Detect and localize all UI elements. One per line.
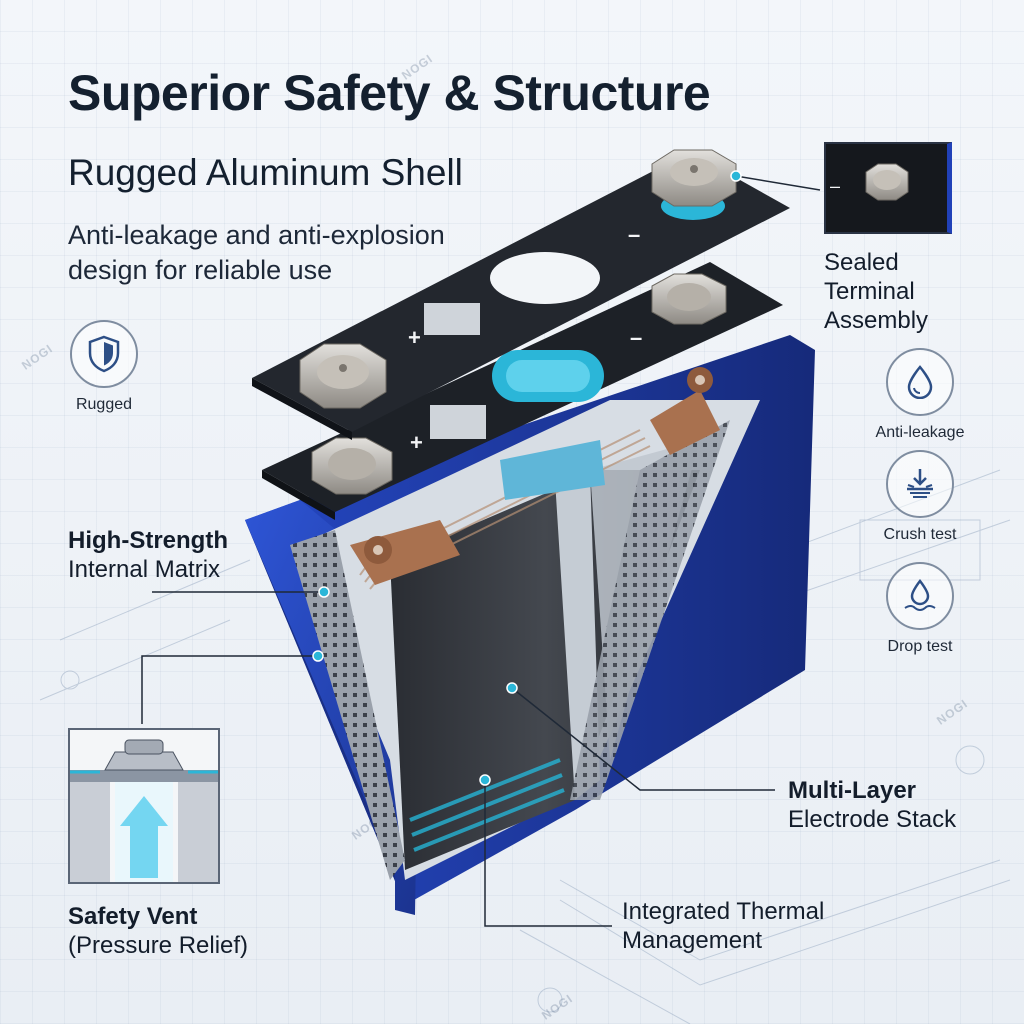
callout-heading: High-Strength: [68, 527, 228, 554]
badge-label: Rugged: [75, 396, 133, 413]
callout-internal-matrix: High-Strength Internal Matrix: [68, 526, 228, 584]
badge-label: Crush test: [883, 526, 957, 543]
callout-text: Internal Matrix: [68, 556, 221, 583]
drop-splash-icon: [886, 562, 954, 630]
subheadline: Rugged Aluminum Shell: [68, 152, 463, 193]
callout-text: (Pressure Relief): [68, 932, 249, 959]
callout-line: Integrated Thermal: [622, 898, 825, 925]
badge-drop-test: Drop test: [860, 562, 980, 656]
negative-sign: –: [628, 222, 641, 247]
sealed-terminal-inset: [824, 142, 952, 234]
crush-icon: [886, 450, 954, 518]
positive-sign: +: [408, 325, 421, 350]
safety-vent-inset: [68, 728, 220, 884]
callout-line: Management: [622, 927, 763, 954]
headline: Superior Safety & Structure: [68, 65, 711, 121]
callout-heading: Safety Vent: [68, 903, 198, 930]
badge-anti-leakage: Anti-leakage: [860, 348, 980, 442]
callout-line: Sealed: [824, 249, 899, 276]
callout-text: Electrode Stack: [788, 806, 957, 833]
callout-thermal: Integrated Thermal Management: [622, 897, 824, 955]
badge-label: Anti-leakage: [875, 424, 965, 441]
badge-rugged: Rugged: [44, 320, 164, 414]
badge-label: Drop test: [887, 638, 953, 655]
callout-sealed-terminal: Sealed Terminal Assembly: [824, 248, 928, 335]
negative-sign: –: [630, 325, 643, 350]
shield-icon: [70, 320, 138, 388]
negative-sign: –: [830, 176, 841, 196]
callout-heading: Multi-Layer: [788, 777, 917, 804]
water-drop-icon: [886, 348, 954, 416]
vent-cross-section-icon: [70, 739, 218, 882]
description: Anti-leakage and anti-explosion design f…: [68, 220, 445, 285]
callout-safety-vent: Safety Vent (Pressure Relief): [68, 902, 248, 960]
badge-crush-test: Crush test: [860, 450, 980, 544]
callout-line: Assembly: [824, 307, 929, 334]
callout-line: Terminal: [824, 278, 915, 305]
callout-electrode-stack: Multi-Layer Electrode Stack: [788, 776, 956, 834]
terminal-closeup-icon: [865, 163, 909, 201]
positive-sign: +: [410, 430, 423, 455]
